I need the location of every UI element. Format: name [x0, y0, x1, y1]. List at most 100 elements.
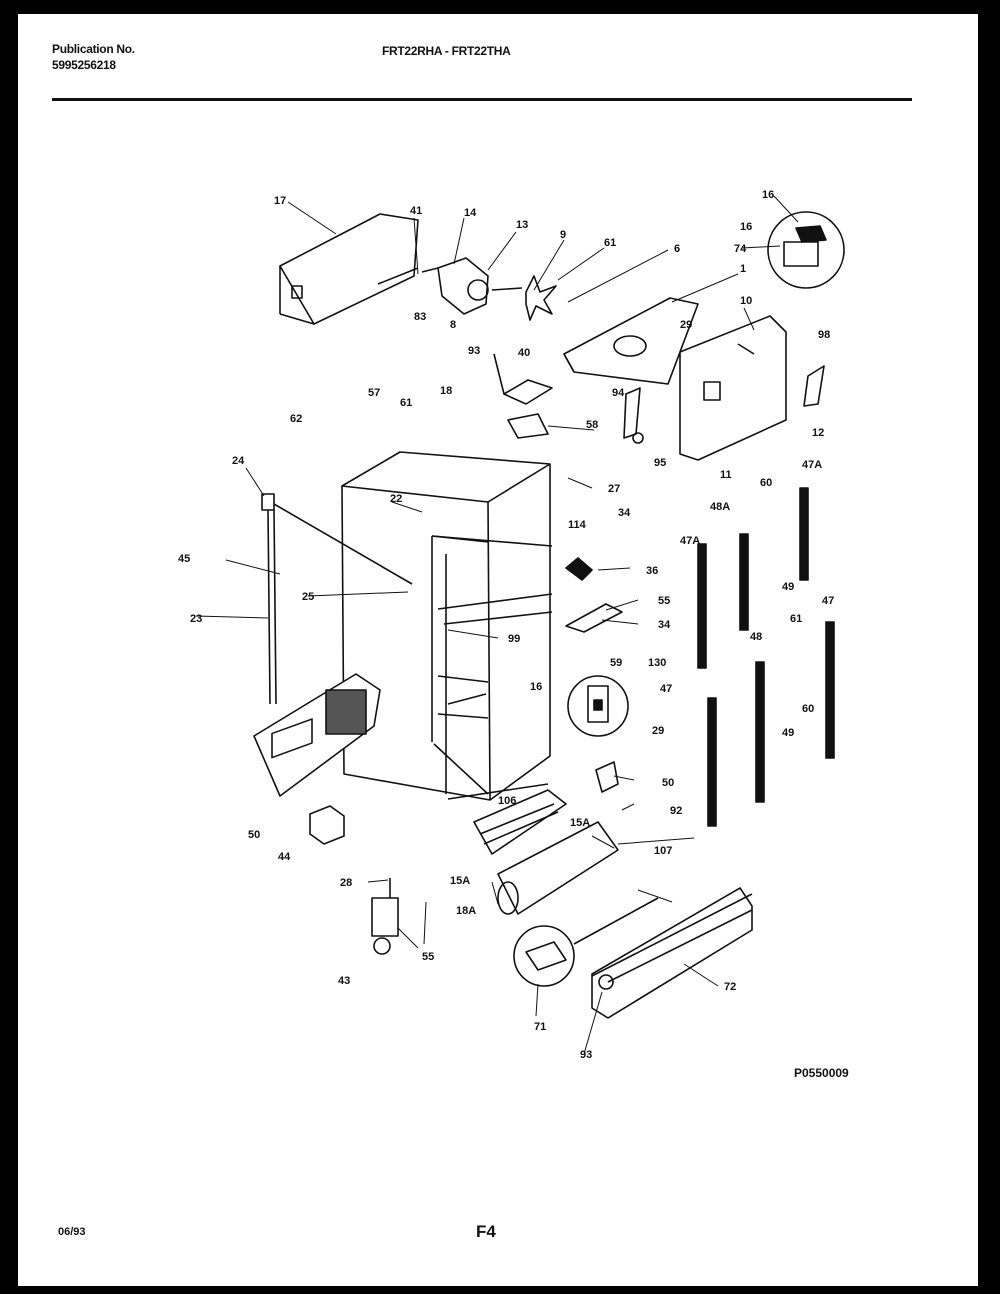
callout-107: 107	[654, 845, 672, 857]
hinge-part-114	[565, 557, 593, 581]
callout-83: 83	[414, 311, 426, 323]
callout-48A: 48A	[710, 501, 730, 513]
callout-36: 36	[646, 565, 658, 577]
callout-15A: 15A	[570, 817, 590, 829]
callout-48: 48	[750, 631, 762, 643]
callout-27: 27	[608, 483, 620, 495]
callout-11: 11	[720, 469, 732, 481]
callout-57: 57	[368, 387, 380, 399]
relay-part	[309, 805, 345, 845]
callout-47A: 47A	[680, 535, 700, 547]
air-duct-part	[563, 297, 699, 385]
control-bracket-part	[493, 353, 553, 439]
callout-24: 24	[232, 455, 245, 467]
callout-47: 47	[660, 683, 672, 695]
damper-detail-circle	[767, 211, 845, 289]
callout-98: 98	[818, 329, 830, 341]
callout-34: 34	[618, 507, 631, 519]
machine-compartment-cover	[253, 673, 381, 797]
callout-47: 47	[822, 595, 834, 607]
callout-114: 114	[568, 519, 587, 531]
callout-8: 8	[450, 319, 456, 331]
grille-parts	[473, 789, 619, 915]
callout-22: 22	[390, 493, 402, 505]
callout-18: 18	[440, 385, 452, 397]
toe-grille	[513, 887, 753, 1019]
bracket-part-98	[803, 365, 825, 407]
callout-12: 12	[812, 427, 824, 439]
hinge-bracket-part	[595, 761, 619, 793]
hinge-detail-circle	[567, 675, 629, 737]
callout-34: 34	[658, 619, 671, 631]
fan-motor-assembly	[421, 257, 557, 321]
page-number: F4	[476, 1222, 496, 1241]
publication-label: Publication No.	[52, 42, 135, 56]
parts-diagram-page: Publication No. 5995256218 FRT22RHA - FR…	[18, 14, 978, 1286]
callout-40: 40	[518, 347, 530, 359]
callout-25: 25	[302, 591, 314, 603]
callout-29: 29	[652, 725, 664, 737]
callout-94: 94	[612, 387, 625, 399]
callout-61: 61	[400, 397, 412, 409]
callout-41: 41	[410, 205, 422, 217]
callout-10: 10	[740, 295, 752, 307]
callout-labels: 17 41 14 13 9 61 6 16 16 74 1 10 29 83 8…	[178, 189, 834, 1061]
bracket-part-94	[623, 387, 641, 439]
callout-43: 43	[338, 975, 350, 987]
publication-date: 06/93	[58, 1226, 86, 1238]
door-stop-rod	[261, 493, 413, 705]
callout-49: 49	[782, 727, 794, 739]
figure-id: P0550009	[794, 1066, 849, 1080]
callout-74: 74	[734, 243, 747, 255]
callout-6: 6	[674, 243, 680, 255]
callout-50: 50	[662, 777, 674, 789]
callout-28: 28	[340, 877, 352, 889]
callout-55: 55	[422, 951, 434, 963]
evaporator-cover-part	[279, 213, 419, 325]
exploded-parts-diagram: 17 41 14 13 9 61 6 16 16 74 1 10 29 83 8…	[178, 189, 845, 1061]
cabinet-shell	[341, 451, 553, 801]
door-trim-strips	[697, 487, 835, 827]
callout-9: 9	[560, 229, 566, 241]
screw-95	[632, 432, 644, 444]
callout-23: 23	[190, 613, 202, 625]
callout-92: 92	[670, 805, 682, 817]
callout-72: 72	[724, 981, 736, 993]
callout-1: 1	[740, 263, 746, 275]
callout-130: 130	[648, 657, 666, 669]
rear-panel-part	[679, 315, 787, 461]
callout-99: 99	[508, 633, 520, 645]
callout-44: 44	[278, 851, 291, 863]
callout-45: 45	[178, 553, 190, 565]
callout-18A: 18A	[456, 905, 476, 917]
callout-62: 62	[290, 413, 302, 425]
callout-29: 29	[680, 319, 692, 331]
callout-17: 17	[274, 195, 286, 207]
model-numbers: FRT22RHA - FRT22THA	[382, 44, 511, 58]
callout-61: 61	[790, 613, 802, 625]
callout-58: 58	[586, 419, 598, 431]
callout-60: 60	[802, 703, 814, 715]
callout-71: 71	[534, 1021, 546, 1033]
header-rule	[52, 98, 912, 101]
callout-50: 50	[248, 829, 260, 841]
callout-49: 49	[782, 581, 794, 593]
callout-55: 55	[658, 595, 670, 607]
callout-16: 16	[530, 681, 542, 693]
callout-95: 95	[654, 457, 666, 469]
callout-93: 93	[468, 345, 480, 357]
callout-106: 106	[498, 795, 516, 807]
valve-part	[371, 878, 399, 955]
callout-93: 93	[580, 1049, 592, 1061]
publication-number: 5995256218	[52, 58, 116, 72]
callout-60: 60	[760, 477, 772, 489]
callout-16: 16	[762, 189, 774, 201]
callout-47A: 47A	[802, 459, 822, 471]
callout-16: 16	[740, 221, 752, 233]
callout-15A: 15A	[450, 875, 470, 887]
callout-14: 14	[464, 207, 477, 219]
callout-59: 59	[610, 657, 622, 669]
shelf-support-part	[565, 603, 623, 633]
leader-lines	[195, 195, 799, 1055]
callout-13: 13	[516, 219, 528, 231]
